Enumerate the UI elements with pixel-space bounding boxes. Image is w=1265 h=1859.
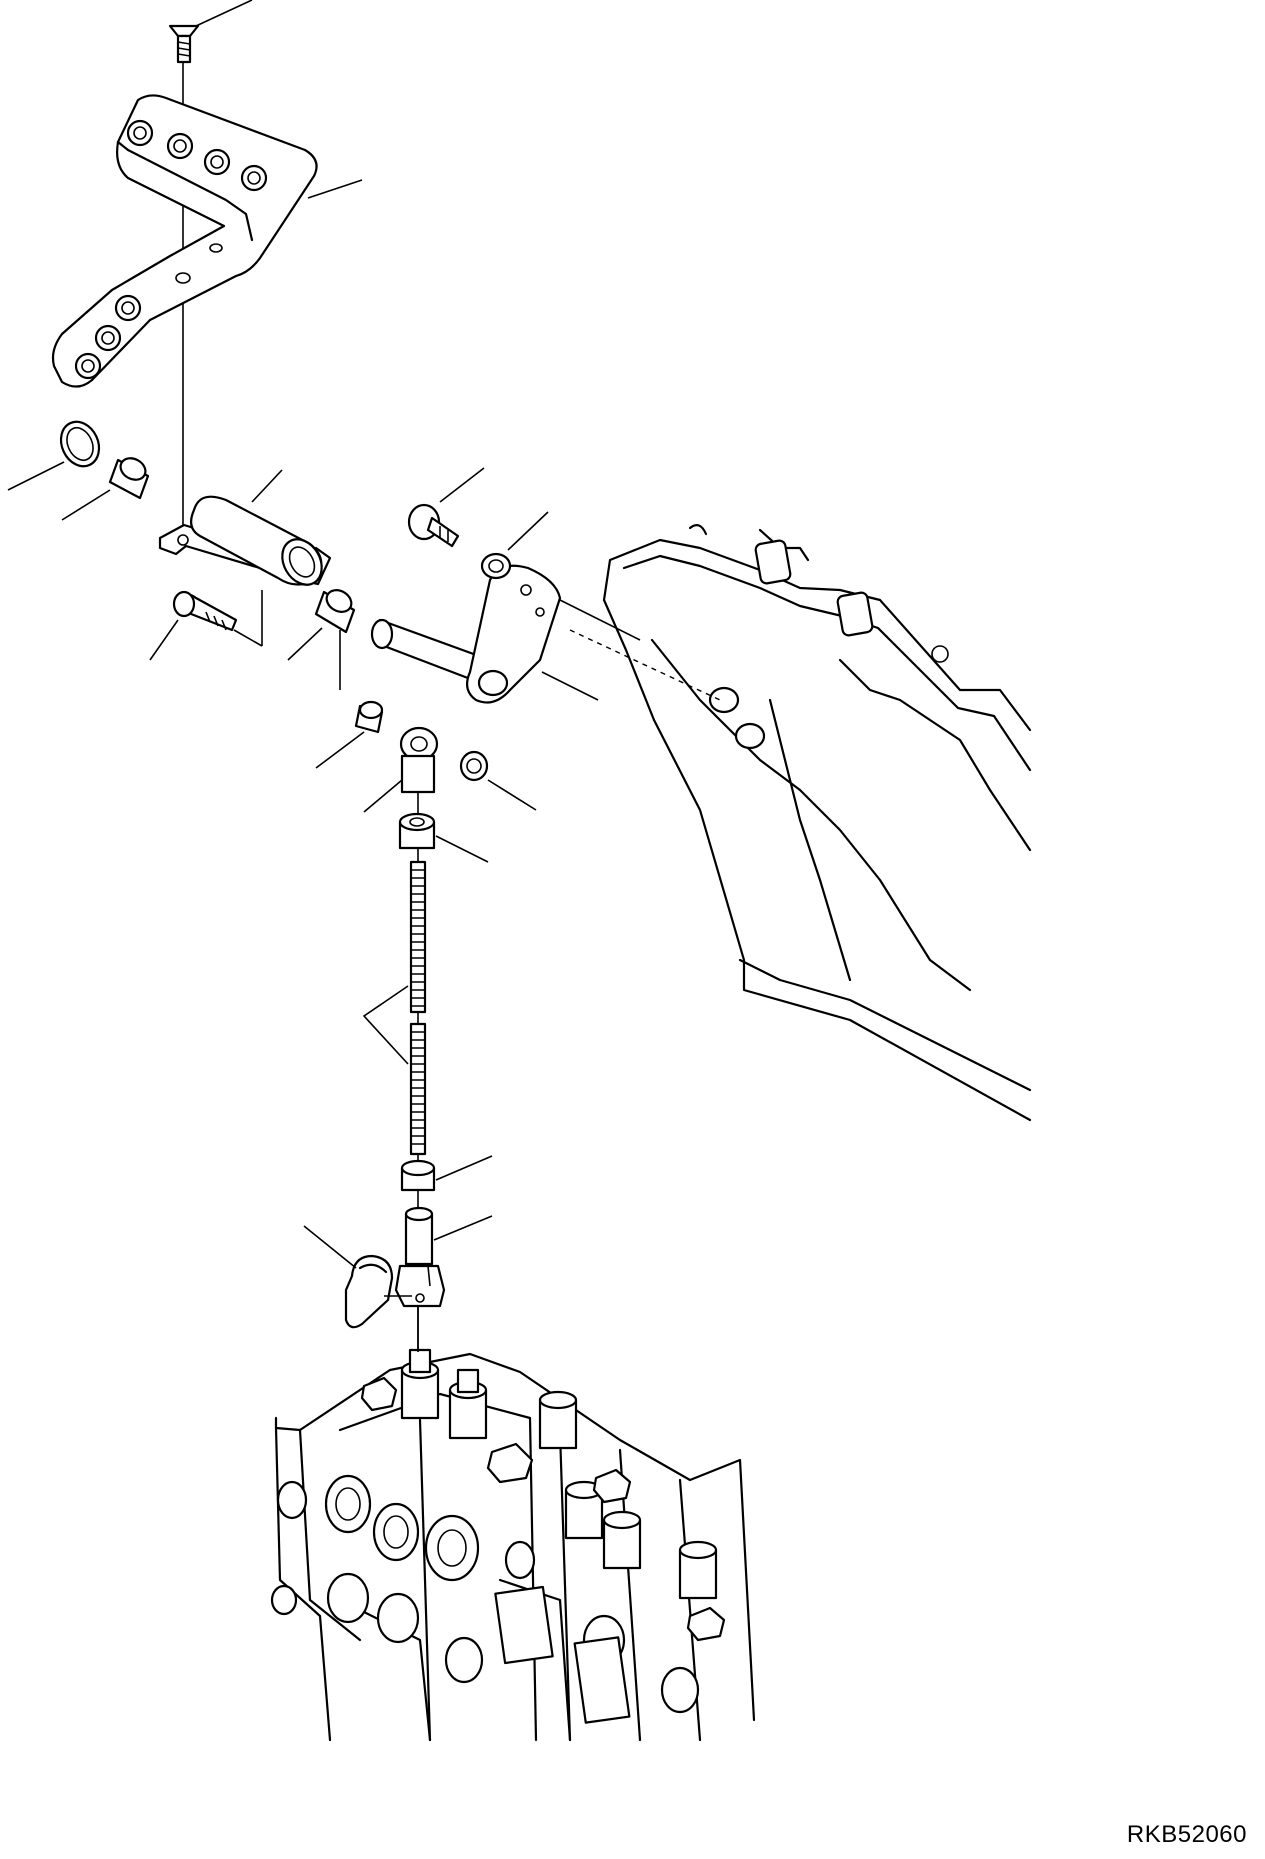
washer-upper bbox=[480, 552, 512, 580]
clip-pin bbox=[344, 1254, 412, 1329]
clevis bbox=[394, 1264, 446, 1308]
countersunk-screw bbox=[168, 24, 200, 64]
dashed-link-frame bbox=[569, 629, 721, 701]
leader-washer-upper bbox=[507, 511, 549, 551]
drawing-code: RKB52060 bbox=[1126, 1821, 1247, 1848]
spacer bbox=[354, 700, 384, 734]
leader-bracket bbox=[307, 179, 363, 199]
leader-lock-nut bbox=[487, 779, 537, 811]
hex-plug-2 bbox=[486, 1442, 534, 1484]
hex-plug-3 bbox=[592, 1468, 632, 1504]
hex-plug-4 bbox=[686, 1606, 726, 1642]
lever-bracket-plate bbox=[51, 94, 318, 388]
pivot-tube bbox=[158, 495, 332, 586]
bushing-left bbox=[108, 457, 150, 500]
leader-spacer bbox=[315, 731, 365, 769]
leader-bushing-center bbox=[287, 627, 323, 661]
bushing-center bbox=[314, 589, 356, 634]
leader-coupling bbox=[433, 1215, 493, 1241]
bolt-upper bbox=[407, 503, 460, 548]
leader-snap-ring bbox=[7, 461, 65, 491]
leader-pivot-tube bbox=[251, 469, 283, 503]
spool-cap-3 bbox=[538, 1390, 578, 1450]
coupling bbox=[404, 1206, 434, 1266]
leader-threaded-rod bbox=[362, 985, 409, 1065]
spool-cap-1 bbox=[400, 1348, 440, 1420]
snap-ring bbox=[59, 420, 101, 468]
leader-bushing-left bbox=[61, 489, 111, 521]
nut-upper bbox=[398, 812, 436, 850]
leader-rod-end bbox=[363, 779, 403, 813]
nut-lower bbox=[400, 1159, 436, 1192]
leader-screw bbox=[195, 0, 253, 27]
leader-nut-upper bbox=[435, 835, 489, 863]
control-valve-assembly bbox=[270, 1348, 756, 1742]
hex-plug-1 bbox=[360, 1376, 398, 1412]
leader-bolt-bracket bbox=[233, 629, 263, 647]
leader-lever-arm bbox=[541, 671, 599, 701]
rod-end-ball-joint bbox=[399, 726, 439, 794]
bolt-lower bbox=[172, 590, 238, 632]
leader-bolt-lower bbox=[149, 619, 179, 661]
lock-nut bbox=[459, 750, 489, 782]
lever-arm bbox=[370, 564, 562, 704]
leader-bolt-upper bbox=[439, 467, 485, 503]
spool-cap-5 bbox=[602, 1510, 642, 1570]
spool-cap-2 bbox=[448, 1368, 488, 1440]
frame-outline bbox=[602, 524, 1032, 1122]
spool-cap-6 bbox=[678, 1540, 718, 1600]
spool-cap-4 bbox=[564, 1480, 604, 1540]
lever-to-frame bbox=[559, 599, 641, 641]
threaded-rod bbox=[409, 860, 427, 1156]
leader-nut-lower bbox=[435, 1155, 493, 1181]
leader-clip-pin bbox=[303, 1225, 357, 1269]
